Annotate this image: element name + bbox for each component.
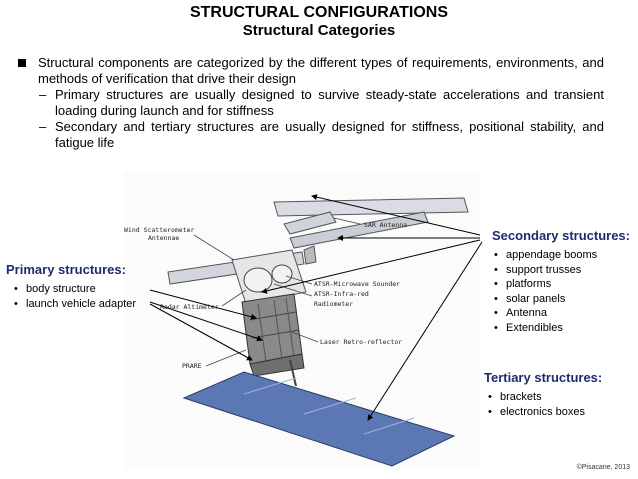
launch-vehicle-adapter <box>249 353 305 377</box>
dash-bullet-icon: – <box>39 87 47 102</box>
leader-line <box>205 349 247 367</box>
label-laser-retro-reflector: Laser Retro-reflector <box>320 338 402 346</box>
scatterometer-boom <box>303 245 317 265</box>
label-radiometer: Radiometer <box>314 300 353 308</box>
sub-bullet-secondary: – Secondary and tertiary structures are … <box>18 119 604 151</box>
solar-panel-seam <box>303 397 357 415</box>
label-wind-scatterometer: Wind Scatterometer <box>124 226 195 234</box>
body-rib <box>285 297 295 359</box>
tertiary-heading: Tertiary structures: <box>484 370 603 385</box>
body-rib <box>273 299 283 361</box>
list-item: launch vehicle adapter <box>12 297 156 312</box>
list-item: appendage booms <box>492 248 634 263</box>
slide-title: STRUCTURAL CONFIGURATIONS <box>189 4 449 21</box>
solar-panel <box>182 371 456 467</box>
list-item: brackets <box>486 390 634 405</box>
list-item: Antenna <box>492 306 634 321</box>
primary-list: body structure launch vehicle adapter <box>12 282 156 311</box>
list-item: body structure <box>12 282 156 297</box>
leader-line <box>193 234 235 261</box>
list-item: solar panels <box>492 292 634 307</box>
copyright-notice: ©Pisacane, 2013 <box>576 464 630 471</box>
square-bullet-icon <box>18 59 26 67</box>
bullet-main: Structural components are categorized by… <box>18 55 604 87</box>
sub-bullet-text: Primary structures are usually designed … <box>55 87 604 118</box>
solar-panel-seam <box>243 377 297 395</box>
solar-array-boom <box>289 359 297 387</box>
dash-bullet-icon: – <box>39 119 47 134</box>
secondary-list: appendage booms support trusses platform… <box>492 248 634 335</box>
solar-panel-seam <box>363 417 415 435</box>
list-item: support trusses <box>492 263 634 278</box>
satellite-illustration: Wind Scatterometer Antennae SAR Antenna … <box>124 197 469 467</box>
label-atsr-infrared: ATSR-Infra-red <box>314 290 369 298</box>
list-item: Extendibles <box>492 321 634 336</box>
leader-line <box>333 217 361 225</box>
secondary-heading: Secondary structures: <box>492 228 630 243</box>
radiometer-instrument <box>271 264 293 284</box>
label-sar-antenna: SAR Antenna <box>364 221 407 229</box>
primary-structures-box: Primary structures: body structure launc… <box>6 262 156 311</box>
list-item: platforms <box>492 277 634 292</box>
label-wind-antennae: Antennae <box>148 234 179 242</box>
atsr-instrument <box>243 267 273 293</box>
secondary-structures-box: Secondary structures: appendage booms su… <box>478 228 634 335</box>
tertiary-structures-box: Tertiary structures: brackets electronic… <box>484 370 634 419</box>
sub-bullet-text: Secondary and tertiary structures are us… <box>55 119 604 150</box>
label-atsr-microwave: ATSR-Microwave Sounder <box>314 280 400 288</box>
label-prare: PRARE <box>182 362 202 370</box>
slide-subtitle: Structural Categories <box>242 22 396 39</box>
primary-heading: Primary structures: <box>6 262 126 277</box>
bullet-list: Structural components are categorized by… <box>18 55 604 151</box>
bullet-main-text: Structural components are categorized by… <box>38 55 604 86</box>
label-radar-altimeter: Radar Altimeter <box>160 303 219 311</box>
sub-bullet-primary: – Primary structures are usually designe… <box>18 87 604 119</box>
list-item: electronics boxes <box>486 405 634 420</box>
leader-line <box>291 331 319 343</box>
tertiary-list: brackets electronics boxes <box>486 390 634 419</box>
satellite-figure: Wind Scatterometer Antennae SAR Antenna … <box>124 172 480 469</box>
sar-antenna-panel <box>273 197 469 217</box>
